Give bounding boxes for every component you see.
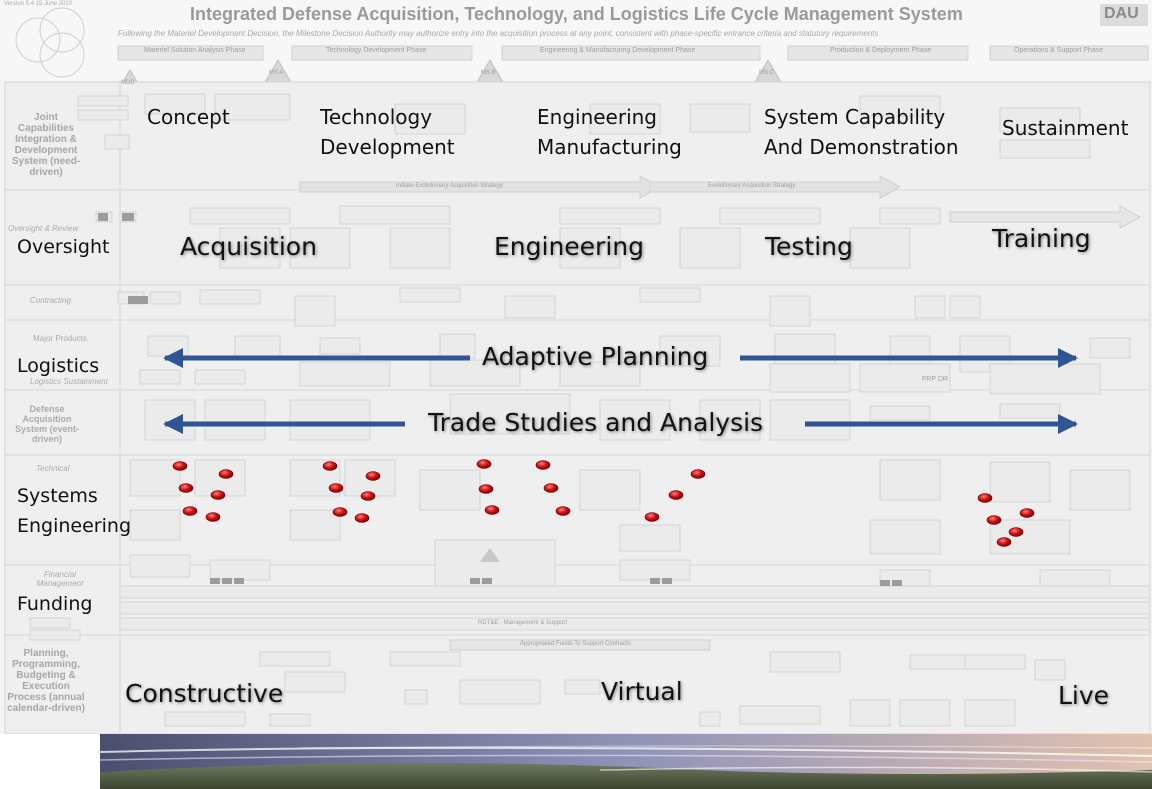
red-marker-icon bbox=[360, 491, 376, 501]
stage-engineering-line2: Manufacturing bbox=[537, 135, 682, 159]
version-label: Version 5.4 15 June 2010 bbox=[4, 1, 73, 7]
stage-system-line1: System Capability bbox=[764, 105, 946, 129]
stage-concept: Concept bbox=[147, 105, 230, 129]
red-marker-icon bbox=[322, 461, 338, 471]
discipline-training: Training bbox=[992, 224, 1091, 253]
red-marker-icon bbox=[644, 512, 660, 522]
row-systems-line1: Systems bbox=[17, 485, 98, 507]
bg-phase-2: Technology Development Phase bbox=[326, 47, 427, 54]
red-marker-icon bbox=[476, 459, 492, 469]
decision-venn-icon bbox=[15, 7, 85, 78]
stage-sustainment: Sustainment bbox=[1002, 116, 1129, 140]
discipline-engineering: Engineering bbox=[494, 232, 644, 261]
bg-band-appropriated: Appropriated Funds To Support Contracts bbox=[520, 641, 631, 647]
bg-milestone-a: MS A bbox=[269, 70, 284, 76]
red-marker-icon bbox=[690, 469, 706, 479]
red-marker-icon bbox=[543, 483, 559, 493]
row-logistics: Logistics bbox=[17, 355, 100, 377]
row-systems-line2: Engineering bbox=[17, 515, 131, 537]
trade-studies-label: Trade Studies and Analysis bbox=[428, 408, 764, 437]
red-marker-icon bbox=[555, 506, 571, 516]
bg-row-products: Major Products bbox=[33, 334, 87, 343]
red-marker-icon bbox=[354, 513, 370, 523]
bg-row-jcids: Joint Capabilities Integration & Develop… bbox=[11, 112, 81, 178]
bg-band-evolutionary: Evolutionary Acquisition Strategy bbox=[708, 183, 796, 189]
red-marker-icon bbox=[328, 483, 344, 493]
bg-milestone-mdd: MDD bbox=[121, 80, 135, 86]
bg-row-technical: Technical bbox=[36, 464, 70, 473]
red-marker-icon bbox=[484, 505, 500, 515]
stage-system-line2: And Demonstration bbox=[764, 135, 959, 159]
bg-band-rdte: RDT&E - Management & Support bbox=[478, 620, 568, 626]
red-marker-icon bbox=[332, 507, 348, 517]
red-marker-icon bbox=[977, 493, 993, 503]
red-marker-icon bbox=[478, 484, 494, 494]
bg-row-das: Defense Acquisition System (event-driven… bbox=[14, 404, 80, 444]
background-title: Integrated Defense Acquisition, Technolo… bbox=[190, 4, 963, 24]
red-marker-icon bbox=[986, 515, 1002, 525]
adaptive-planning-label: Adaptive Planning bbox=[482, 342, 709, 371]
env-constructive: Constructive bbox=[125, 679, 284, 708]
red-marker-icon bbox=[210, 490, 226, 500]
bg-phase-4: Production & Deployment Phase bbox=[830, 47, 932, 54]
bg-phase-5: Operations & Support Phase bbox=[1014, 47, 1104, 54]
landscape-photo bbox=[99, 734, 1152, 789]
bg-milestone-c: MS C bbox=[759, 70, 774, 76]
bg-row-sustainment: Logistics Sustainment bbox=[30, 377, 108, 386]
red-marker-icon bbox=[172, 461, 188, 471]
red-marker-icon bbox=[205, 512, 221, 522]
red-marker-icon bbox=[668, 490, 684, 500]
red-marker-icon bbox=[182, 506, 198, 516]
discipline-acquisition: Acquisition bbox=[180, 232, 317, 261]
bg-band-initiate: Initiate Evolutionary Acquisition Strate… bbox=[396, 183, 503, 189]
env-live: Live bbox=[1058, 681, 1110, 710]
stage-technology-line2: Development bbox=[320, 135, 455, 159]
bg-row-financial: Financial Management bbox=[36, 570, 84, 588]
bg-phase-3: Engineering & Manufacturing Development … bbox=[540, 47, 696, 54]
bg-row-ppbe: Planning, Programming, Budgeting & Execu… bbox=[7, 648, 85, 714]
row-funding: Funding bbox=[17, 593, 93, 615]
red-marker-icon bbox=[996, 537, 1012, 547]
bg-row-contracting: Contracting bbox=[30, 296, 71, 305]
red-marker-icon bbox=[218, 469, 234, 479]
red-marker-icon bbox=[535, 460, 551, 470]
red-marker-icon bbox=[365, 471, 381, 481]
stage-technology-line1: Technology bbox=[320, 105, 433, 129]
arrow-layer bbox=[163, 348, 1078, 434]
bg-row-oversight: Oversight & Review bbox=[8, 224, 79, 233]
marker-layer bbox=[172, 459, 1035, 547]
bg-milestone-b: MS B bbox=[481, 70, 496, 76]
red-marker-icon bbox=[1008, 527, 1024, 537]
row-oversight: Oversight bbox=[17, 236, 110, 258]
bg-milestone-frp: FRP DR bbox=[922, 376, 948, 383]
env-virtual: Virtual bbox=[601, 677, 683, 706]
discipline-testing: Testing bbox=[765, 232, 853, 261]
background-subtitle: Following the Materiel Development Decis… bbox=[118, 29, 879, 38]
stage-engineering-line1: Engineering bbox=[537, 105, 657, 129]
red-marker-icon bbox=[1019, 508, 1035, 518]
dau-logo: DAU bbox=[1104, 5, 1139, 22]
red-marker-icon bbox=[178, 483, 194, 493]
bg-phase-1: Materiel Solution Analysis Phase bbox=[144, 47, 246, 54]
